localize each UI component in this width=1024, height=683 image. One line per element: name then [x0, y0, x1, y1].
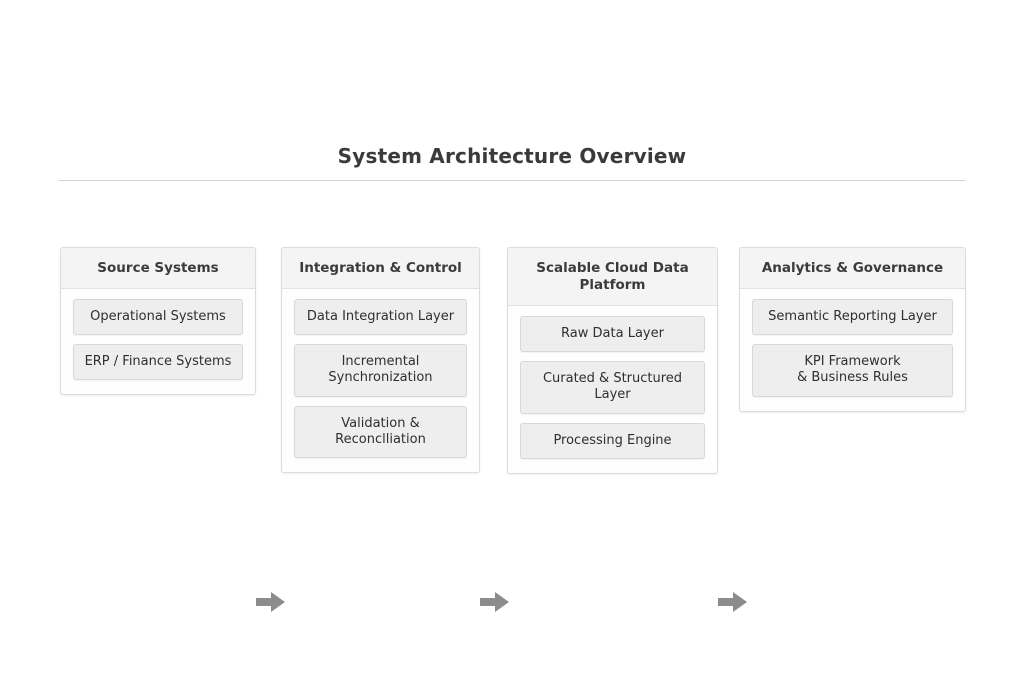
arrow-right-icon	[256, 591, 286, 613]
arrow-right-icon	[480, 591, 510, 613]
node-line-2: & Business Rules	[797, 370, 908, 386]
arrow-right-icon	[718, 591, 748, 613]
node-line-1: KPI Framework	[804, 354, 901, 370]
column-header: Source Systems	[61, 248, 255, 289]
flow-column-analytics-governance: Analytics & Governance Semantic Reportin…	[739, 247, 966, 412]
column-header: Analytics & Governance	[740, 248, 965, 289]
node-semantic-reporting-layer[interactable]: Semantic Reporting Layer	[752, 298, 953, 336]
node-operational-systems[interactable]: Operational Systems	[73, 298, 243, 336]
node-processing-engine[interactable]: Processing Engine	[520, 422, 705, 459]
node-raw-data-layer[interactable]: Raw Data Layer	[520, 315, 705, 352]
column-body: Raw Data Layer Curated & Structured Laye…	[508, 306, 717, 473]
title-divider	[58, 180, 966, 181]
node-incremental-synchronization[interactable]: Incremental Synchronization	[294, 344, 467, 397]
column-header: Scalable Cloud Data Platform	[508, 248, 717, 306]
node-curated-structured-layer[interactable]: Curated & Structured Layer	[520, 361, 705, 414]
node-data-integration-layer[interactable]: Data Integration Layer	[294, 298, 467, 336]
node-kpi-framework-business-rules[interactable]: KPI Framework & Business Rules	[752, 344, 953, 397]
flow-column-scalable-cloud-data-platform: Scalable Cloud Data Platform Raw Data La…	[507, 247, 718, 474]
column-header: Integration & Control	[282, 248, 479, 289]
flow-column-integration-control: Integration & Control Data Integration L…	[281, 247, 480, 474]
flow-column-source-systems: Source Systems Operational Systems ERP /…	[60, 247, 256, 396]
node-erp-finance-systems[interactable]: ERP / Finance Systems	[73, 344, 243, 381]
architecture-flow: Source Systems Operational Systems ERP /…	[0, 247, 1024, 612]
diagram-title: System Architecture Overview	[337, 144, 687, 168]
column-body: Operational Systems ERP / Finance System…	[61, 289, 255, 395]
column-body: Semantic Reporting Layer KPI Framework &…	[740, 289, 965, 411]
column-body: Data Integration Layer Incremental Synch…	[282, 289, 479, 472]
node-validation-reconciliation[interactable]: Validation & Reconclliation	[294, 405, 467, 459]
